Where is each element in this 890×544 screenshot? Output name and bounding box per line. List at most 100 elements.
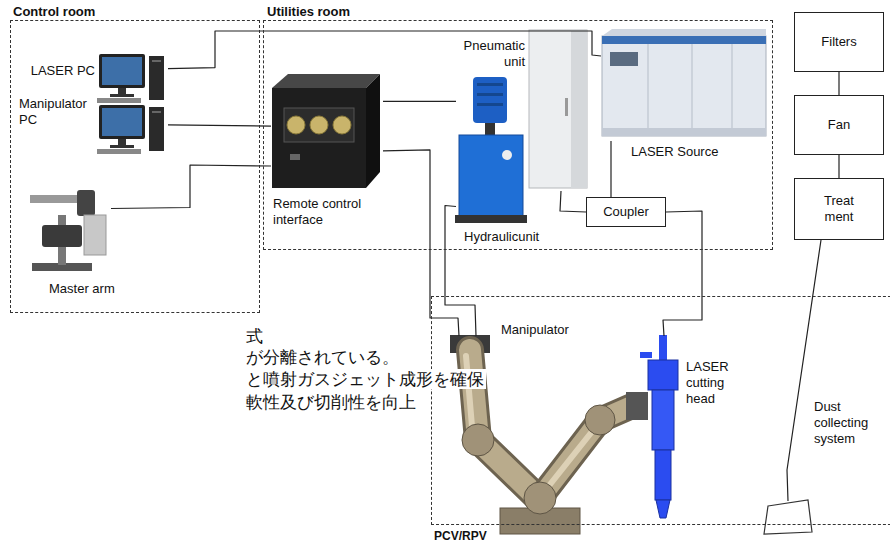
equipment-label: Pneumatic unit <box>453 38 525 70</box>
equipment-label: Dust collecting system <box>814 399 884 447</box>
manipulator-arm-picture <box>462 424 494 456</box>
equipment-node: Manipulator <box>441 336 641 536</box>
pc-monitor-icon <box>118 88 126 94</box>
process-box: Coupler <box>586 197 666 227</box>
laser-cutting-head-picture <box>648 360 678 390</box>
box-label: Filters <box>821 34 856 50</box>
equipment-node: LASER cutting head <box>641 336 681 521</box>
remote-control-cabinet <box>272 88 366 188</box>
manipulator-arm-picture <box>626 392 648 420</box>
manipulator-arm-picture <box>524 482 556 514</box>
master-arm-picture <box>42 225 82 247</box>
pc-monitor-icon <box>99 54 145 88</box>
laser-source-machine <box>602 128 766 136</box>
equipment-node: Hydraulicunit <box>456 76 528 226</box>
hydraulic-unit-picture <box>502 150 512 160</box>
laser-cutting-head-picture <box>656 500 670 518</box>
equipment-label: LASER PC <box>19 63 95 79</box>
pc-monitor-icon <box>110 145 134 148</box>
laser-cutting-head-picture <box>655 450 671 500</box>
pc-monitor-icon <box>118 139 126 145</box>
connector-line <box>838 72 839 95</box>
box-label: Treat ment <box>819 193 859 225</box>
remote-control-cabinet <box>284 108 354 142</box>
pc-monitor-icon <box>97 149 141 154</box>
connector-line <box>663 211 702 336</box>
hydraulic-unit-picture <box>459 135 523 217</box>
remote-control-cabinet <box>287 116 305 134</box>
pneumatic-cabinet <box>565 98 568 116</box>
laser-source-machine <box>602 29 766 136</box>
pc-monitor-icon <box>102 108 142 136</box>
laser-source-machine <box>692 44 693 136</box>
dust-hood-outline <box>764 500 812 534</box>
process-box: Filters <box>794 12 884 72</box>
connector-line <box>838 155 839 178</box>
box-label: Coupler <box>603 204 649 220</box>
pc-monitor-icon <box>152 60 161 62</box>
remote-control-cabinet <box>272 74 380 88</box>
remote-control-cabinet <box>272 74 380 188</box>
laser-source-machine <box>602 36 766 136</box>
pc-monitor-icon <box>97 54 164 103</box>
laser-cutting-head-picture <box>640 352 652 358</box>
laser-cutting-head-picture <box>652 390 674 450</box>
master-arm-picture <box>84 215 106 255</box>
room-title: PCV/RPV <box>434 528 487 544</box>
connector-line <box>560 191 586 212</box>
pc-monitor-icon <box>149 56 164 100</box>
hydraulic-unit-picture <box>477 103 503 106</box>
room-title: Control room <box>13 4 95 20</box>
pc-monitor-icon <box>110 94 134 97</box>
master-arm-picture <box>30 190 106 271</box>
manipulator-arm-picture <box>585 405 615 435</box>
room-region: PCV/RPVManipulatorLASER cutting headDust… <box>431 296 890 525</box>
laser-cutting-head-picture <box>640 335 678 518</box>
equipment-label: Master arm <box>49 281 115 297</box>
pneumatic-cabinet <box>571 30 587 188</box>
master-arm-picture <box>77 190 95 216</box>
master-arm-picture <box>30 195 85 203</box>
hydraulic-unit-picture <box>455 215 527 223</box>
equipment-node: LASER Source <box>601 29 769 141</box>
remote-control-cabinet <box>310 116 328 134</box>
equipment-label: LASER Source <box>631 144 718 160</box>
equipment-node: Master arm <box>23 186 111 276</box>
equipment-node: Pneumatic unit <box>528 29 590 191</box>
remote-control-cabinet <box>333 116 351 134</box>
connector-line <box>610 141 611 197</box>
equipment-label: Remote control interface <box>273 196 378 228</box>
pc-monitor-icon <box>149 107 164 151</box>
dust-hood-outline <box>764 500 812 534</box>
hydraulic-unit-picture <box>473 77 507 123</box>
equipment-node: LASER PC <box>96 53 168 105</box>
remote-control-cabinet <box>290 154 300 160</box>
pneumatic-cabinet <box>529 30 587 188</box>
room-title: Utilities room <box>267 4 350 20</box>
note-text: 軟性及び切削性を向上 <box>244 392 418 412</box>
pc-monitor-icon <box>152 111 161 113</box>
connector-line <box>111 165 271 209</box>
note-text: が分離されている。 <box>244 347 401 367</box>
laser-source-machine <box>610 52 638 66</box>
connector-line <box>383 150 459 336</box>
equipment-node: Remote control interface <box>271 73 383 191</box>
manipulator-arm-picture <box>450 335 648 534</box>
laser-cutting-head-picture <box>659 335 667 360</box>
connector-line <box>787 240 821 501</box>
laser-source-machine <box>648 44 649 136</box>
pc-monitor-icon <box>102 57 142 85</box>
room-region: Utilities roomRemote control interfacePn… <box>263 20 773 250</box>
process-box: Treat ment <box>794 178 884 240</box>
room-region: Control roomLASER PCManipulator PCMaster… <box>10 20 260 313</box>
equipment-label: Hydraulicunit <box>464 229 539 245</box>
connector-line <box>445 206 476 337</box>
equipment-label: Manipulator PC <box>19 96 97 128</box>
box-label: Fan <box>828 117 850 133</box>
laser-source-machine <box>602 29 766 36</box>
equipment-node: Dust collecting system <box>763 501 813 536</box>
note-text: と噴射ガスジェット成形を確保 <box>244 369 486 389</box>
